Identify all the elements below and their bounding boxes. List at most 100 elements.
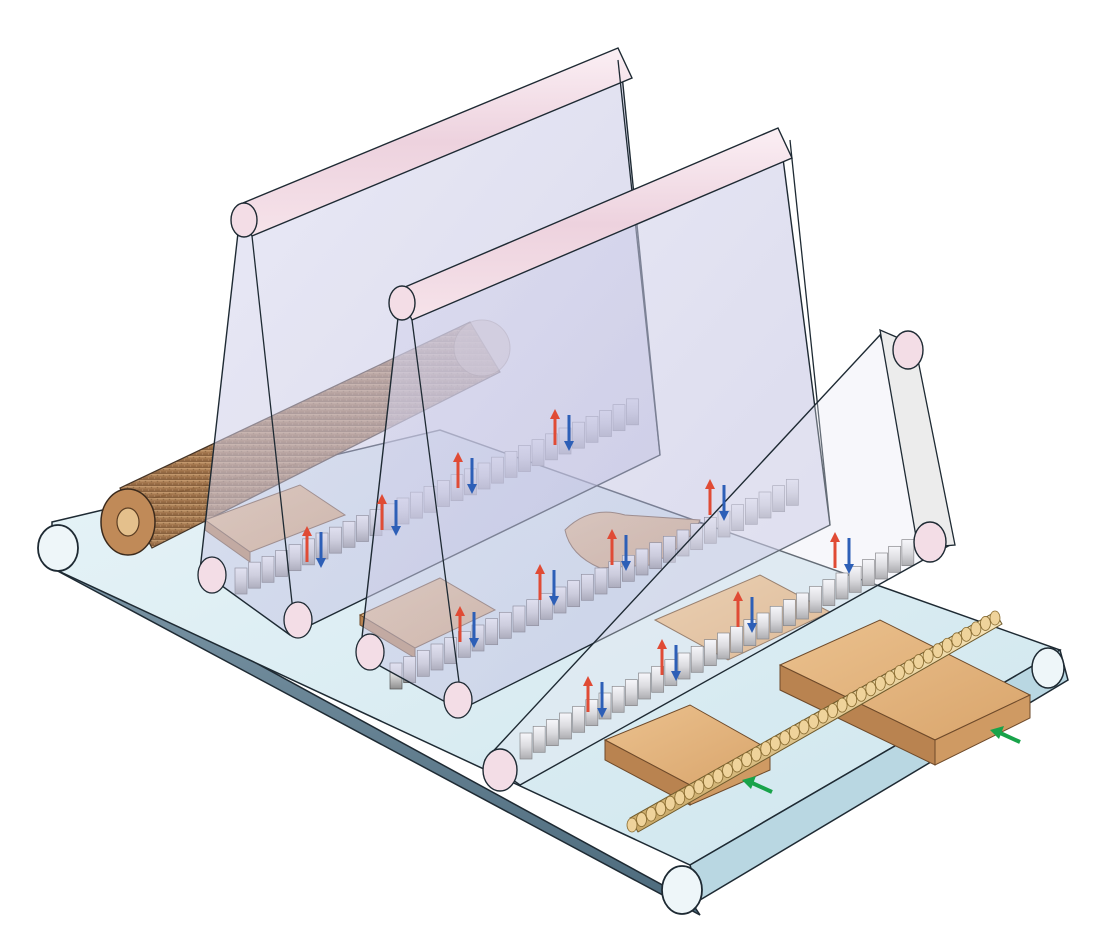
rod-thread-bead [865, 681, 877, 697]
rod-thread-bead [760, 741, 772, 757]
down-arrow-icon [467, 458, 477, 494]
heating-block [875, 552, 888, 580]
heating-block [559, 712, 572, 740]
rod-thread-bead [836, 697, 848, 713]
arrow-annotations [302, 409, 1021, 794]
heating-block [822, 579, 836, 607]
middle-frame-bottom-right-roller [443, 681, 473, 719]
heating-block [611, 685, 625, 713]
up-arrow-icon [705, 479, 715, 515]
heating-block [519, 732, 533, 760]
belt-left-roller [37, 524, 79, 572]
rod-thread-bead [913, 654, 924, 669]
rod-thread-bead [846, 692, 858, 708]
up-arrow-icon [377, 494, 387, 530]
down-arrow-icon [747, 597, 757, 633]
up-arrow-icon [607, 529, 617, 565]
front-frame-right-roller [913, 521, 947, 563]
down-arrow-icon [564, 415, 574, 451]
rod-thread-bead [769, 735, 781, 751]
rod-thread-bead [980, 616, 991, 631]
down-arrow-icon [469, 612, 479, 648]
rod-thread-bead [683, 784, 695, 800]
heating-block [690, 645, 704, 673]
heating-block [796, 592, 809, 620]
rear-frame-bottom-left-roller [197, 556, 227, 594]
rod-thread-bead [693, 779, 705, 795]
rod-thread-bead [970, 621, 982, 637]
heating-block [756, 612, 770, 640]
rod-thread-bead [798, 719, 810, 735]
rod-thread-bead [855, 686, 867, 702]
up-arrow-icon [455, 606, 465, 642]
feed-arrow-icon [990, 726, 1021, 744]
rod-thread-bead [903, 659, 915, 675]
heating-block [624, 679, 638, 707]
rod-thread-bead [674, 790, 686, 806]
rod-thread-bead [894, 665, 905, 680]
heating-block [638, 672, 651, 700]
front-tilted-press-frame [482, 328, 956, 792]
rear-frame-roller-end [230, 202, 258, 238]
rod-thread-bead [664, 795, 676, 811]
down-arrow-icon [671, 645, 681, 681]
front-frame-left-roller [482, 748, 518, 792]
up-arrow-icon [453, 452, 463, 488]
up-arrow-icon [583, 676, 593, 712]
cork-roll-core [116, 507, 140, 537]
down-arrow-icon [844, 538, 854, 574]
heating-block [703, 639, 717, 667]
heating-block [901, 539, 915, 567]
rod-thread-bead [731, 757, 743, 773]
up-arrow-icon [302, 526, 312, 562]
belt-far-roller [1031, 647, 1065, 689]
front-frame-top-roller [892, 330, 924, 370]
rod-thread-bead [941, 637, 953, 653]
rod-thread-bead [712, 768, 724, 784]
rod-thread-bead [951, 632, 963, 648]
down-arrow-icon [316, 532, 326, 568]
rod-thread-bead [922, 648, 934, 664]
heating-block [769, 605, 783, 633]
up-arrow-icon [830, 532, 840, 568]
threaded-press-rod [626, 610, 1003, 833]
heating-block [782, 599, 796, 627]
up-arrow-icon [535, 564, 545, 600]
up-arrow-icon [550, 409, 560, 445]
rod-thread-bead [626, 817, 638, 833]
rod-thread-bead [989, 610, 1001, 626]
rod-thread-bead [808, 714, 819, 729]
rod-thread-bead [703, 774, 714, 789]
heating-block [717, 632, 730, 660]
heating-block [532, 725, 546, 753]
rod-thread-bead [779, 730, 791, 746]
heating-block [861, 559, 875, 587]
rod-thread-bead [817, 708, 829, 724]
rod-thread-bead [874, 675, 886, 691]
feed-arrow-icon [742, 776, 773, 794]
heating-block [835, 572, 849, 600]
belt-right-roller [661, 865, 703, 915]
rear-frame-bottom-right-roller [283, 601, 313, 639]
down-arrow-icon [597, 682, 607, 718]
rod-thread-beads [626, 610, 1001, 833]
heating-block [677, 652, 691, 680]
rod-thread-bead [645, 806, 657, 822]
middle-frame-roller-end [388, 285, 416, 321]
rod-thread-bead [932, 643, 944, 659]
rod-thread-bead [788, 724, 800, 740]
rod-thread-bead [722, 763, 733, 778]
up-arrow-icon [733, 591, 743, 627]
up-arrow-icon [657, 639, 667, 675]
down-arrow-icon [391, 500, 401, 536]
rod-thread-bead [636, 812, 647, 827]
down-arrow-icon [549, 570, 559, 606]
down-arrow-icon [621, 535, 631, 571]
rod-thread-bead [827, 703, 839, 719]
heating-block [848, 565, 862, 593]
rod-thread-bead [960, 626, 972, 642]
heating-block [809, 585, 823, 613]
rod-thread-bead [741, 752, 753, 768]
